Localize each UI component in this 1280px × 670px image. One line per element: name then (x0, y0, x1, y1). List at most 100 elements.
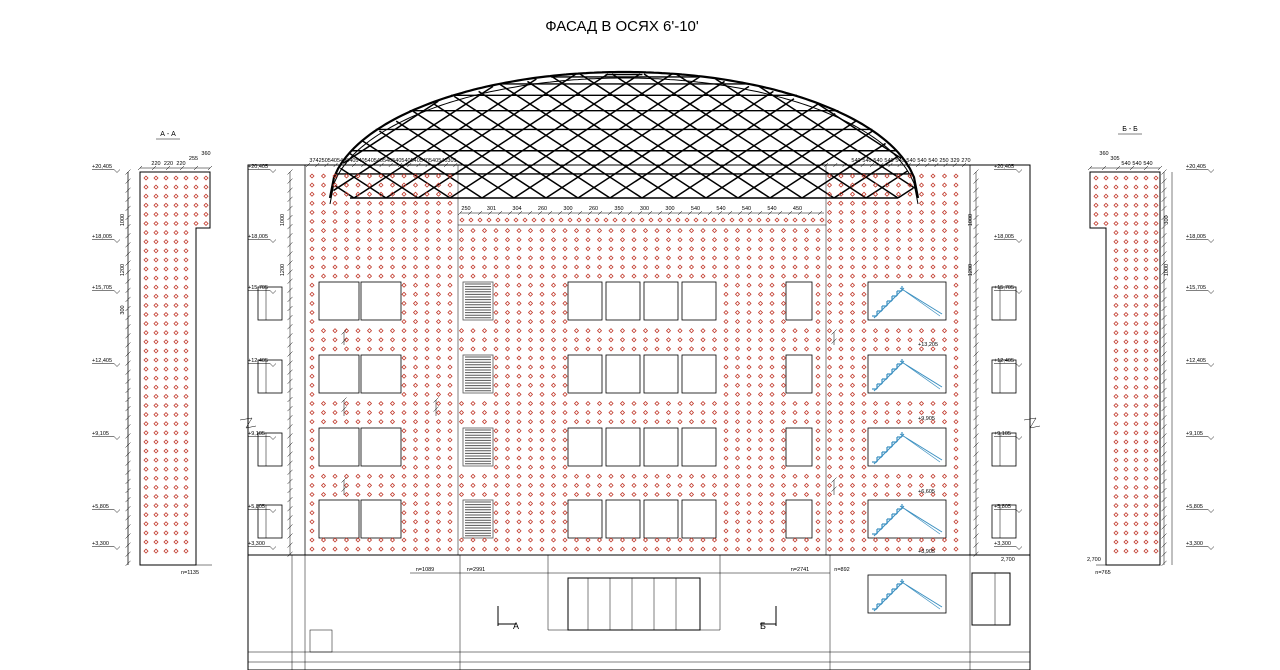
cut-mark-b: Б (760, 621, 766, 631)
dome-dim: 301 (487, 206, 496, 212)
facade-top-dim-left: 540 (346, 158, 355, 164)
level-mark: +18,005 (1186, 234, 1206, 240)
extra-level-marks: 2,700 +6,605 +3,905 +13,205 +9,905 2,700 (918, 342, 1101, 563)
section-b-top-dim: 540 (1121, 161, 1130, 167)
level-mark: +15,705 (92, 285, 112, 291)
level-mark: +18,005 (994, 234, 1014, 240)
facade-top-dim-right: 540 (928, 158, 937, 164)
dome-dim: 300 (640, 206, 649, 212)
section-a-top-dim: 220 (164, 161, 173, 167)
level-mark: +20,405 (248, 164, 268, 170)
extra-level-6: 2,700 (1087, 557, 1101, 563)
level-mark: +3,300 (1186, 541, 1203, 547)
facade-top-dim-left: 540 (438, 158, 447, 164)
facade-top-dim-left: 301 (447, 158, 456, 164)
facade-top-dim-right: 250 (939, 158, 948, 164)
level-mark: +9,105 (248, 431, 265, 437)
facade-top-dim-left: 540 (392, 158, 401, 164)
vertical-dim: 300 (1164, 215, 1170, 224)
section-b-top-dim: 305 (1110, 156, 1119, 162)
facade-top-dim-left: 540 (401, 158, 410, 164)
dome-dim: 260 (589, 206, 598, 212)
level-mark: +9,105 (1186, 431, 1203, 437)
bottom-dim-3: n=2741 (791, 567, 810, 573)
bottom-dim-4: n=892 (834, 567, 849, 573)
extra-level-5: +9,905 (918, 416, 935, 422)
section-a-top-dim: 360 (201, 151, 210, 157)
cut-mark-a: А (513, 621, 519, 631)
level-mark: +12,405 (248, 358, 268, 364)
facade-top-dim-left: 540 (374, 158, 383, 164)
section-a-top-dim: 220 (176, 161, 185, 167)
dome-dim: 540 (767, 206, 776, 212)
facade-top-dim-left: 540 (355, 158, 364, 164)
level-mark: +12,405 (92, 358, 112, 364)
extra-level-4: +13,205 (918, 342, 938, 348)
section-cut-marks: А Б (497, 606, 777, 631)
facade-top-dim-right: 540 (884, 158, 893, 164)
section-b-top-dim: 360 (1099, 151, 1108, 157)
dome-dim: 540 (742, 206, 751, 212)
vertical-dim: 1000 (120, 214, 126, 226)
dome-dim: 304 (512, 206, 521, 212)
level-mark: +9,105 (994, 431, 1011, 437)
level-mark: +5,805 (248, 504, 265, 510)
vertical-dim: 1200 (120, 264, 126, 276)
level-mark: +12,405 (1186, 358, 1206, 364)
drawing-title: ФАСАД В ОСЯХ 6'-10' (545, 18, 699, 35)
extra-level-3: +3,905 (918, 549, 935, 555)
anchor-points (143, 173, 1159, 554)
dome-dim: 540 (716, 206, 725, 212)
vertical-dim: 1000 (280, 214, 286, 226)
level-mark: +9,105 (92, 431, 109, 437)
level-mark: +15,705 (994, 285, 1014, 291)
ventilation-louvers (462, 281, 494, 539)
vertical-dim: 300 (120, 305, 126, 314)
facade-top-dim-right: 540 (906, 158, 915, 164)
vertical-dim: 1200 (968, 264, 974, 276)
level-mark: +18,005 (92, 234, 112, 240)
bottom-dim-2: n=2991 (467, 567, 486, 573)
facade-top-dim-right: 540 (917, 158, 926, 164)
facade-top-dim-left: 540 (337, 158, 346, 164)
section-a-top-dim: 220 (151, 161, 160, 167)
dome-dim: 540 (691, 206, 700, 212)
facade-top-dim-left: 540 (365, 158, 374, 164)
level-mark: +15,705 (1186, 285, 1206, 291)
facade-top-dim-left: 374 (309, 158, 318, 164)
dome-dim: 450 (793, 206, 802, 212)
facade-top-dim-right: 329 (950, 158, 959, 164)
level-mark: +12,405 (994, 358, 1014, 364)
section-a-top-dim: 255 (189, 156, 198, 162)
facade-top-dim-right: 540 (851, 158, 860, 164)
level-mark: +15,705 (248, 285, 268, 291)
bottom-dim-chain: n=1089 n=2991 n=2741 n=892 (410, 567, 850, 574)
level-mark: +5,805 (92, 504, 109, 510)
bottom-dim-1: n=1089 (416, 567, 435, 573)
level-mark: +18,005 (248, 234, 268, 240)
dome-dim: 300 (665, 206, 674, 212)
section-b-bottom-dim: n=765 (1095, 570, 1110, 576)
dome-dim: 250 (461, 206, 470, 212)
dome-dim: 350 (614, 206, 623, 212)
facade-top-dim-left: 540 (411, 158, 420, 164)
facade-top-dim-left: 540 (328, 158, 337, 164)
level-mark: +20,405 (1186, 164, 1206, 170)
level-mark: +5,805 (1186, 504, 1203, 510)
vertical-dim: 1200 (280, 264, 286, 276)
section-b-top-dim: 540 (1143, 161, 1152, 167)
level-mark: +5,805 (994, 504, 1011, 510)
level-mark: +3,300 (92, 541, 109, 547)
level-mark: +20,405 (994, 164, 1014, 170)
dome-dim: 260 (538, 206, 547, 212)
stair-flights (872, 286, 943, 612)
level-mark: +3,300 (248, 541, 265, 547)
facade-top-dim-left: 540 (429, 158, 438, 164)
dome-lattice (328, 70, 920, 205)
facade-outline (239, 164, 1041, 670)
extra-level-1: 2,700 (1001, 557, 1015, 563)
